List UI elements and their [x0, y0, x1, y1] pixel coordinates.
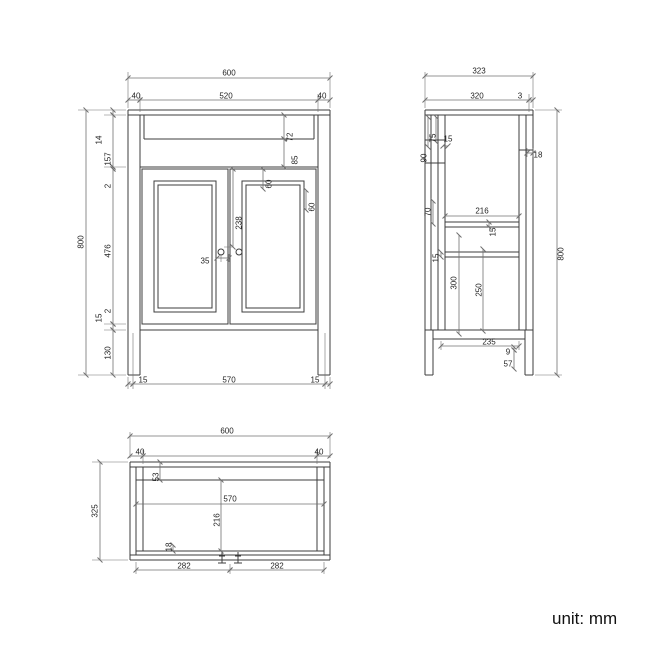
plan-dimension-lines — [97, 433, 333, 573]
dimension-label: 40 — [318, 92, 327, 101]
dimension-label: 570 — [223, 495, 237, 504]
dimension-label: 15 — [444, 135, 453, 144]
dimension-label: 130 — [104, 346, 113, 360]
front-extension-lines — [78, 72, 331, 389]
right-door-frame — [229, 168, 317, 325]
dimension-label: 14 — [95, 135, 104, 144]
dimension-label: 325 — [91, 504, 100, 518]
dimension-label: 800 — [77, 235, 86, 249]
left-door-panel — [157, 184, 213, 309]
dimension-label: 235 — [482, 338, 496, 347]
dimension-label: 57 — [504, 360, 513, 369]
side-carcass — [424, 109, 534, 376]
dimension-label: 40 — [136, 448, 145, 457]
dimension-label: 300 — [450, 276, 459, 290]
front-carcass — [127, 109, 331, 376]
dimension-label: 282 — [177, 562, 191, 571]
dimension-label: 2 — [104, 308, 113, 313]
left-door-moulding-outer — [153, 180, 217, 313]
side-dimension-lines — [422, 73, 560, 378]
dimension-label: 75 — [429, 133, 438, 142]
dimension-label: 40 — [315, 448, 324, 457]
dimension-label: 53 — [152, 472, 161, 481]
dimension-label: 90 — [420, 153, 429, 162]
dimension-label: 60 — [308, 202, 317, 211]
plan-carcass — [129, 461, 331, 561]
dimension-label: 2 — [104, 183, 113, 188]
dimension-label: 320 — [470, 92, 484, 101]
dimension-label: 520 — [219, 92, 233, 101]
side-view: 323 320 3 800 75 15 90 18 70 216 15 15 300 250 235 9 57 — [420, 67, 566, 378]
dimension-label: 60 — [265, 179, 274, 188]
dimension-label: 40 — [132, 92, 141, 101]
dimension-label: 216 — [475, 207, 489, 216]
plan-extension-lines — [92, 432, 331, 574]
dimension-label: 238 — [235, 216, 244, 230]
dimension-label: 15 — [489, 227, 498, 236]
front-dimension-lines — [83, 75, 333, 387]
right-door-knob — [235, 248, 243, 256]
dimension-label: 15 — [139, 376, 148, 385]
unit-label: unit: mm — [552, 609, 617, 628]
dimension-label: 250 — [475, 283, 484, 297]
dimension-label: 18 — [534, 151, 543, 160]
dimension-label: 600 — [220, 427, 234, 436]
dimension-label: 157 — [104, 152, 113, 166]
dimension-label: 18 — [165, 542, 174, 551]
dimension-label: 600 — [222, 69, 236, 78]
dimension-label: 15 — [311, 376, 320, 385]
dimension-label: 70 — [424, 207, 433, 216]
dimension-label: 216 — [213, 513, 222, 527]
dimension-label: 9 — [506, 348, 511, 357]
front-cabinet-outline — [127, 109, 331, 376]
plan-outline — [129, 461, 331, 564]
dimension-label: 570 — [222, 376, 236, 385]
dimension-label: 476 — [104, 244, 113, 258]
side-cabinet-outline — [424, 109, 534, 376]
dimension-label: 323 — [472, 67, 486, 76]
left-door-frame — [141, 168, 229, 325]
dimension-label: 85 — [291, 155, 300, 164]
dimension-label: 72 — [286, 132, 295, 141]
right-door — [229, 168, 317, 325]
side-dimension-labels: 323 320 3 800 75 15 90 18 70 216 15 15 300 250 235 9 57 — [420, 67, 566, 369]
dimension-label: 800 — [557, 247, 566, 261]
dimension-label: 15 — [95, 313, 104, 322]
dimension-label: 282 — [270, 562, 284, 571]
right-door-panel — [245, 184, 301, 309]
dimension-label: 35 — [201, 257, 210, 266]
left-door — [141, 168, 229, 325]
dimension-label: 15 — [432, 253, 441, 262]
fixing-brackets — [218, 552, 242, 564]
right-door-moulding-outer — [241, 180, 305, 313]
dimension-label: 3 — [518, 92, 523, 101]
